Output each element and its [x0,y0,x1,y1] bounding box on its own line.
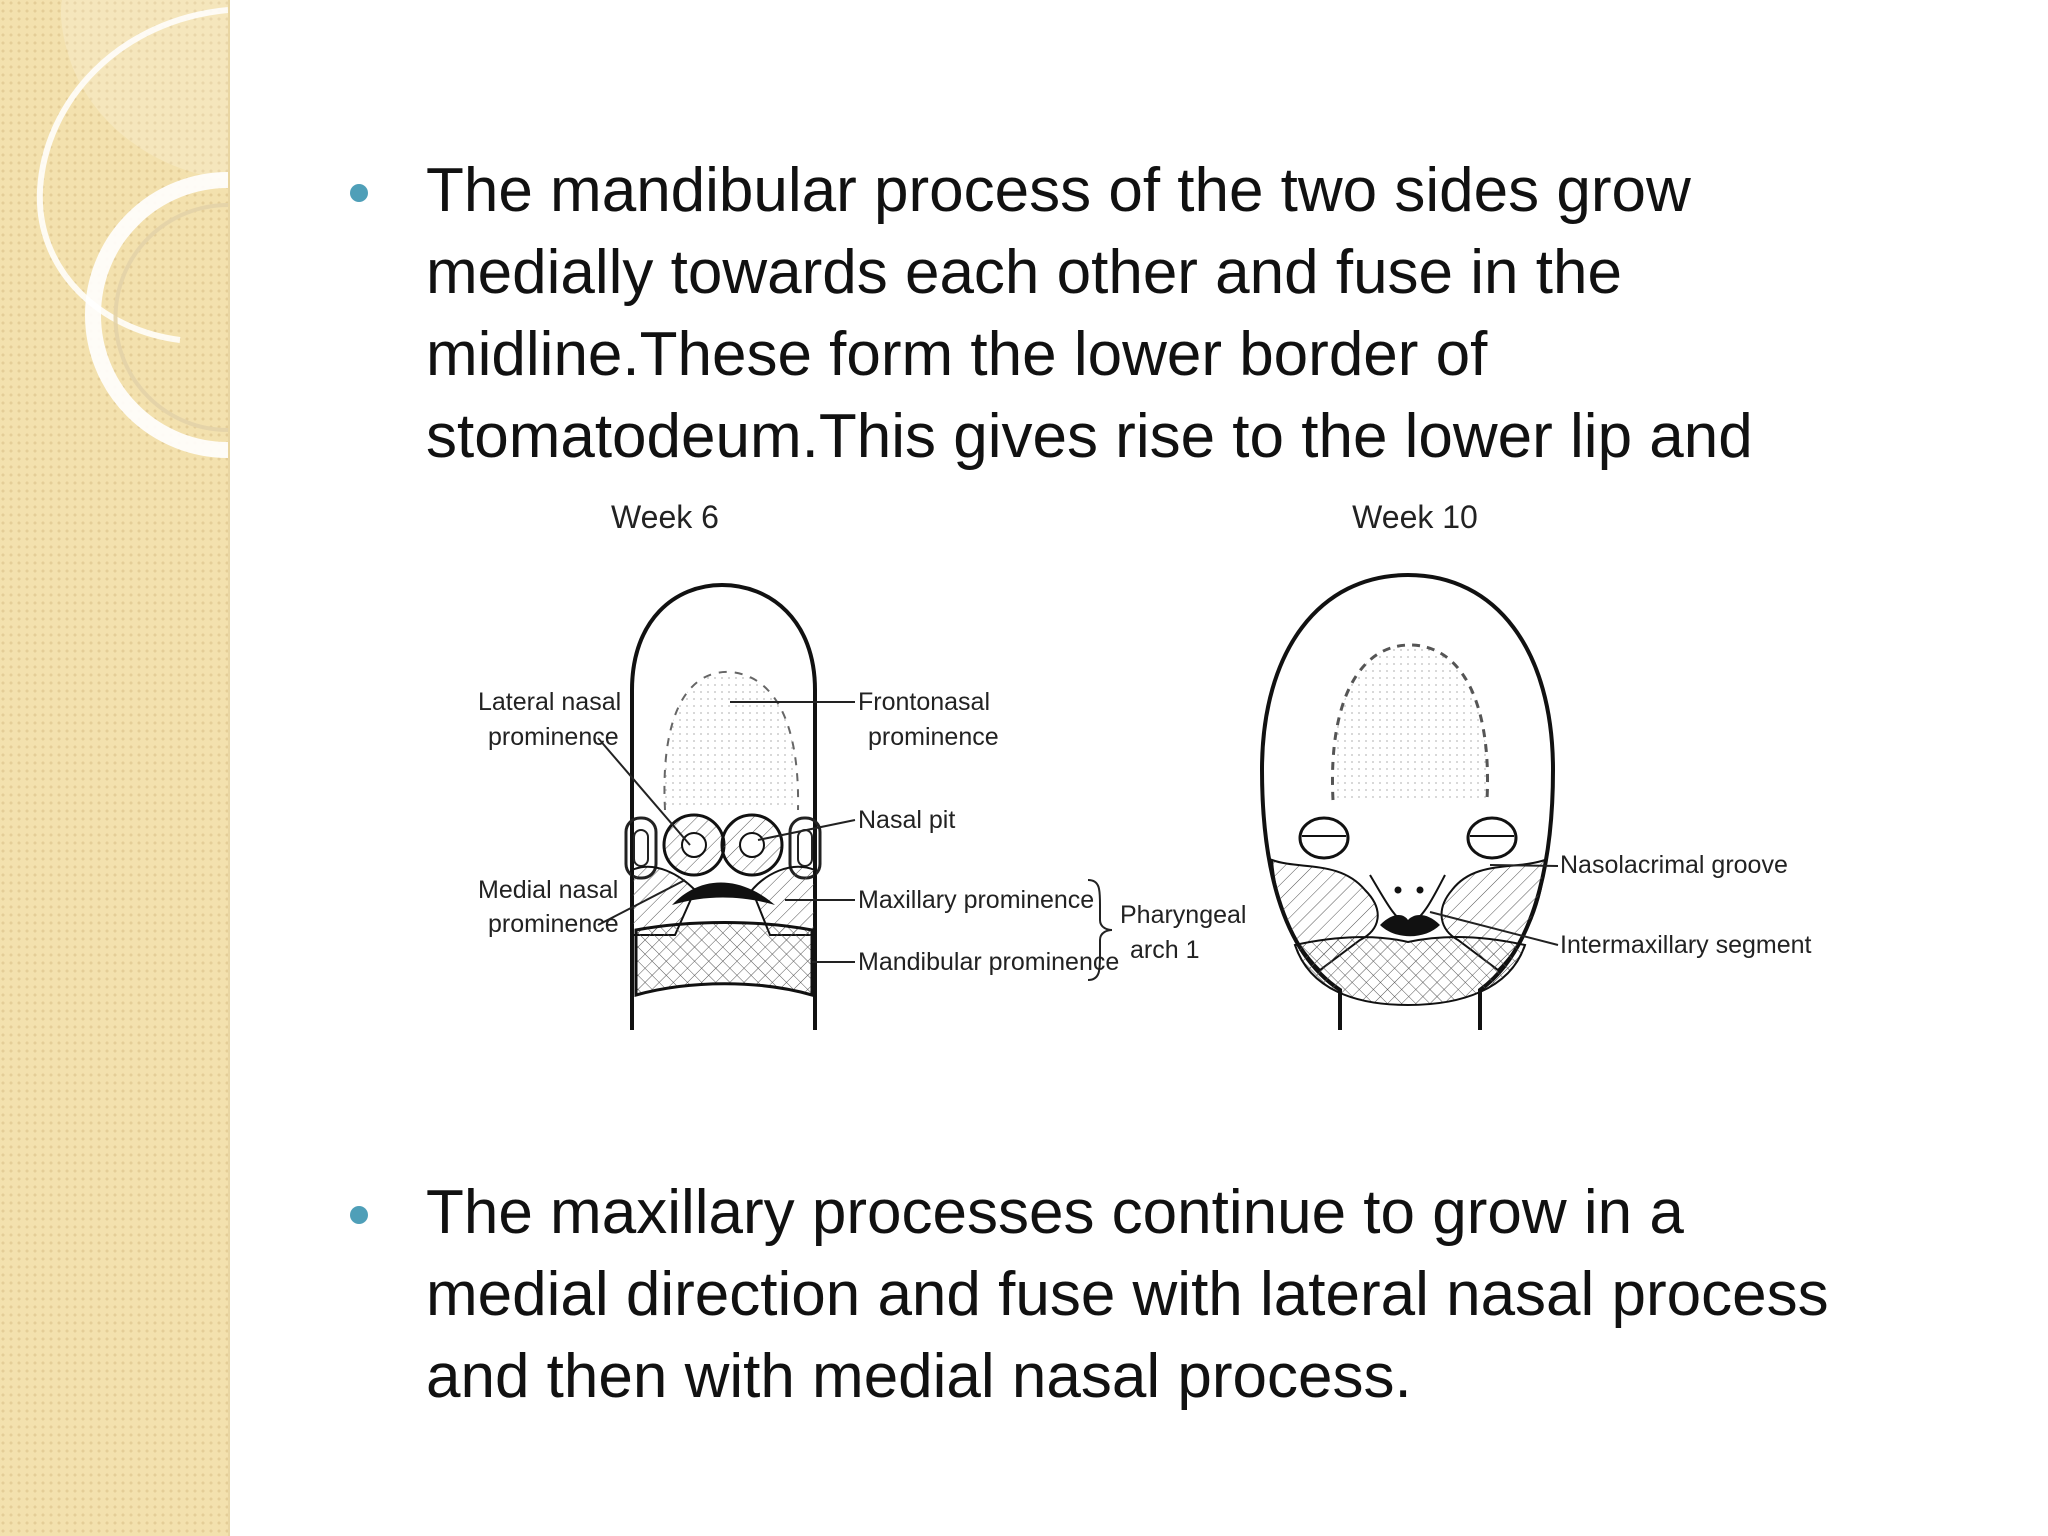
bullet-dot-icon [350,184,368,202]
eye-right [1466,816,1518,860]
week6-title: Week 6 [611,499,719,535]
bullet-item-maxillary: The maxillary processes continue to grow… [350,1172,2000,1422]
week6-head-outline [630,582,817,1030]
label-frontonasal-1: Frontonasal [858,688,990,716]
eye-left [1298,816,1350,860]
label-mandibular: Mandibular prominence [858,948,1119,976]
week10-head-outline [1259,572,1556,1030]
label-pharyngeal-1: Pharyngeal [1120,901,1246,929]
label-nasolacrimal: Nasolacrimal groove [1560,851,1788,879]
label-intermaxillary: Intermaxillary segment [1560,931,1812,959]
label-pharyngeal-2: arch 1 [1130,936,1199,964]
bullet-text: The mandibular process of the two sides … [426,156,1753,471]
week10-diagram: Week 10 Nasolacrimal groove [1259,499,1812,1030]
label-medial-nasal-2: prominence [488,910,619,938]
week6-diagram: Week 6 Lateral nasal prominence [478,499,1246,1030]
label-lateral-nasal-2: prominence [488,723,619,751]
facial-development-figure: Week 6 Lateral nasal prominence [440,480,1840,1050]
bullet-item-mandibular: The mandibular process of the two sides … [350,150,2000,480]
label-maxillary: Maxillary prominence [858,886,1094,914]
stomodeum [672,882,775,905]
frontonasal-area [663,670,800,811]
label-nasal-pit: Nasal pit [858,806,955,834]
decorative-rings [36,0,228,458]
label-frontonasal-2: prominence [868,723,999,751]
bullet-dot-icon [350,1206,368,1224]
week10-title: Week 10 [1352,499,1478,535]
jaw [1293,936,1527,1007]
mandibular-prominence [634,921,814,997]
mouth [1380,915,1440,937]
label-medial-nasal-1: Medial nasal [478,876,618,904]
label-lateral-nasal-1: Lateral nasal [478,688,621,716]
decorative-side-band [0,0,230,1536]
bullet-text: The maxillary processes continue to grow… [426,1178,1829,1411]
